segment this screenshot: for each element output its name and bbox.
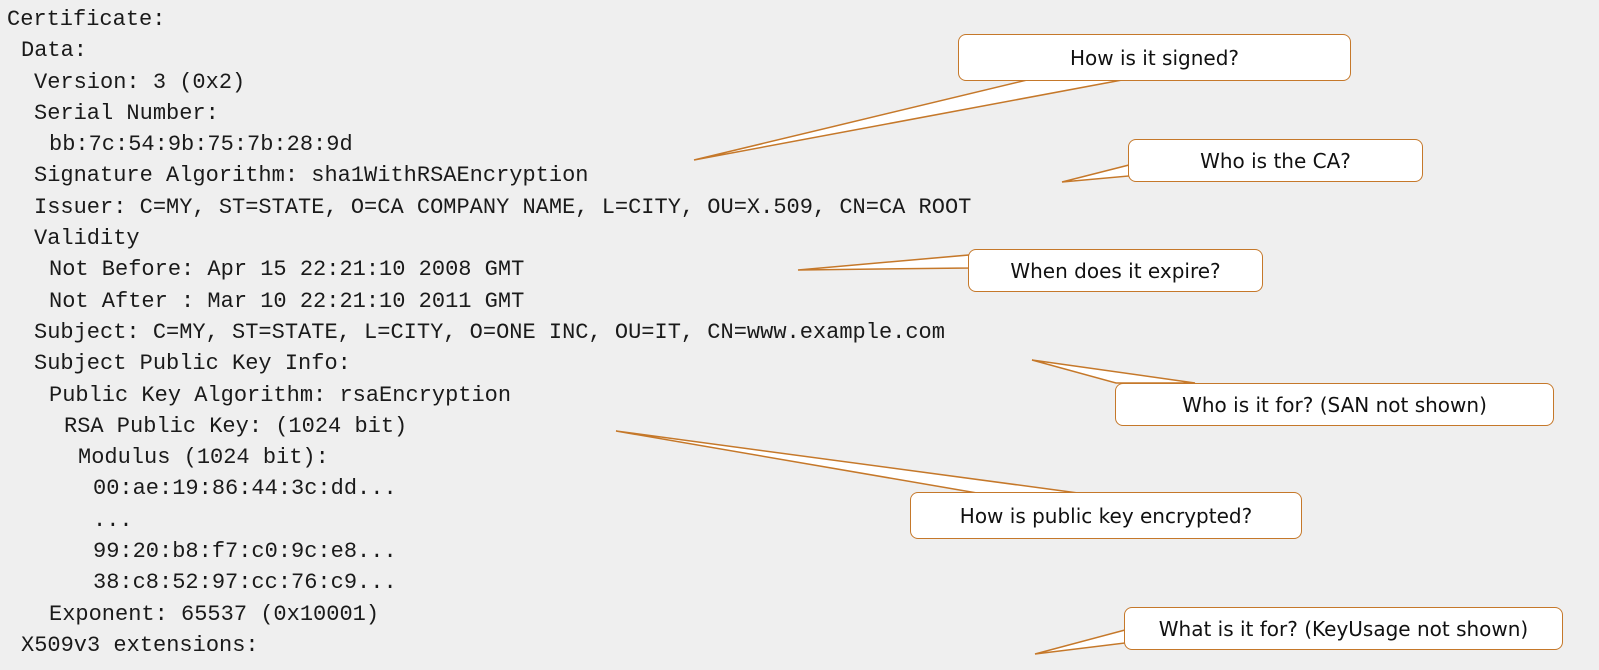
pointer-signed xyxy=(693,79,1123,161)
cert-line: X509v3 extensions: xyxy=(21,632,259,658)
cert-line: Subject Public Key Info: xyxy=(34,351,351,377)
certificate-text: Certificate: Data: Version: 3 (0x2) Serial … xyxy=(7,4,971,661)
cert-line: ... xyxy=(93,507,133,533)
callout-ca: Who is the CA? xyxy=(1128,139,1423,182)
pointer-expire xyxy=(797,254,970,271)
cert-line: Version: 3 (0x2) xyxy=(34,69,246,95)
callout-who-for: Who is it for? (SAN not shown) xyxy=(1115,383,1554,426)
cert-line: Modulus (1024 bit): xyxy=(78,445,329,471)
cert-line: bb:7c:54:9b:75:7b:28:9d xyxy=(49,132,353,158)
cert-line: 38:c8:52:97:cc:76:c9... xyxy=(93,570,397,596)
cert-line: Certificate: xyxy=(7,7,166,32)
pointer-key-encrypted xyxy=(615,430,1079,494)
callout-signed: How is it signed? xyxy=(958,34,1351,81)
cert-line: Not After : Mar 10 22:21:10 2011 GMT xyxy=(49,288,525,314)
cert-line: 99:20:b8:f7:c0:9c:e8... xyxy=(93,539,397,565)
callout-what-for: What is it for? (KeyUsage not shown) xyxy=(1124,607,1563,650)
pointer-what-for xyxy=(1034,629,1126,655)
callout-expire: When does it expire? xyxy=(968,249,1263,292)
cert-line: RSA Public Key: (1024 bit) xyxy=(64,413,408,439)
cert-line: Exponent: 65537 (0x10001) xyxy=(49,601,380,627)
cert-line: 00:ae:19:86:44:3c:dd... xyxy=(93,476,397,502)
cert-line: Not Before: Apr 15 22:21:10 2008 GMT xyxy=(49,257,525,283)
pointer-who-for xyxy=(1031,359,1196,384)
cert-line: Serial Number: xyxy=(34,100,219,126)
cert-line: Public Key Algorithm: rsaEncryption xyxy=(49,382,512,408)
cert-line: Signature Algorithm: sha1WithRSAEncrypti… xyxy=(34,163,589,189)
callout-key-encrypted: How is public key encrypted? xyxy=(910,492,1302,539)
cert-line: Validity xyxy=(34,226,140,252)
pointer-ca xyxy=(1061,164,1130,183)
cert-line: Issuer: C=MY, ST=STATE, O=CA COMPANY NAM… xyxy=(34,194,972,220)
cert-line: Subject: C=MY, ST=STATE, L=CITY, O=ONE I… xyxy=(34,319,945,345)
cert-line: Data: xyxy=(21,38,88,64)
